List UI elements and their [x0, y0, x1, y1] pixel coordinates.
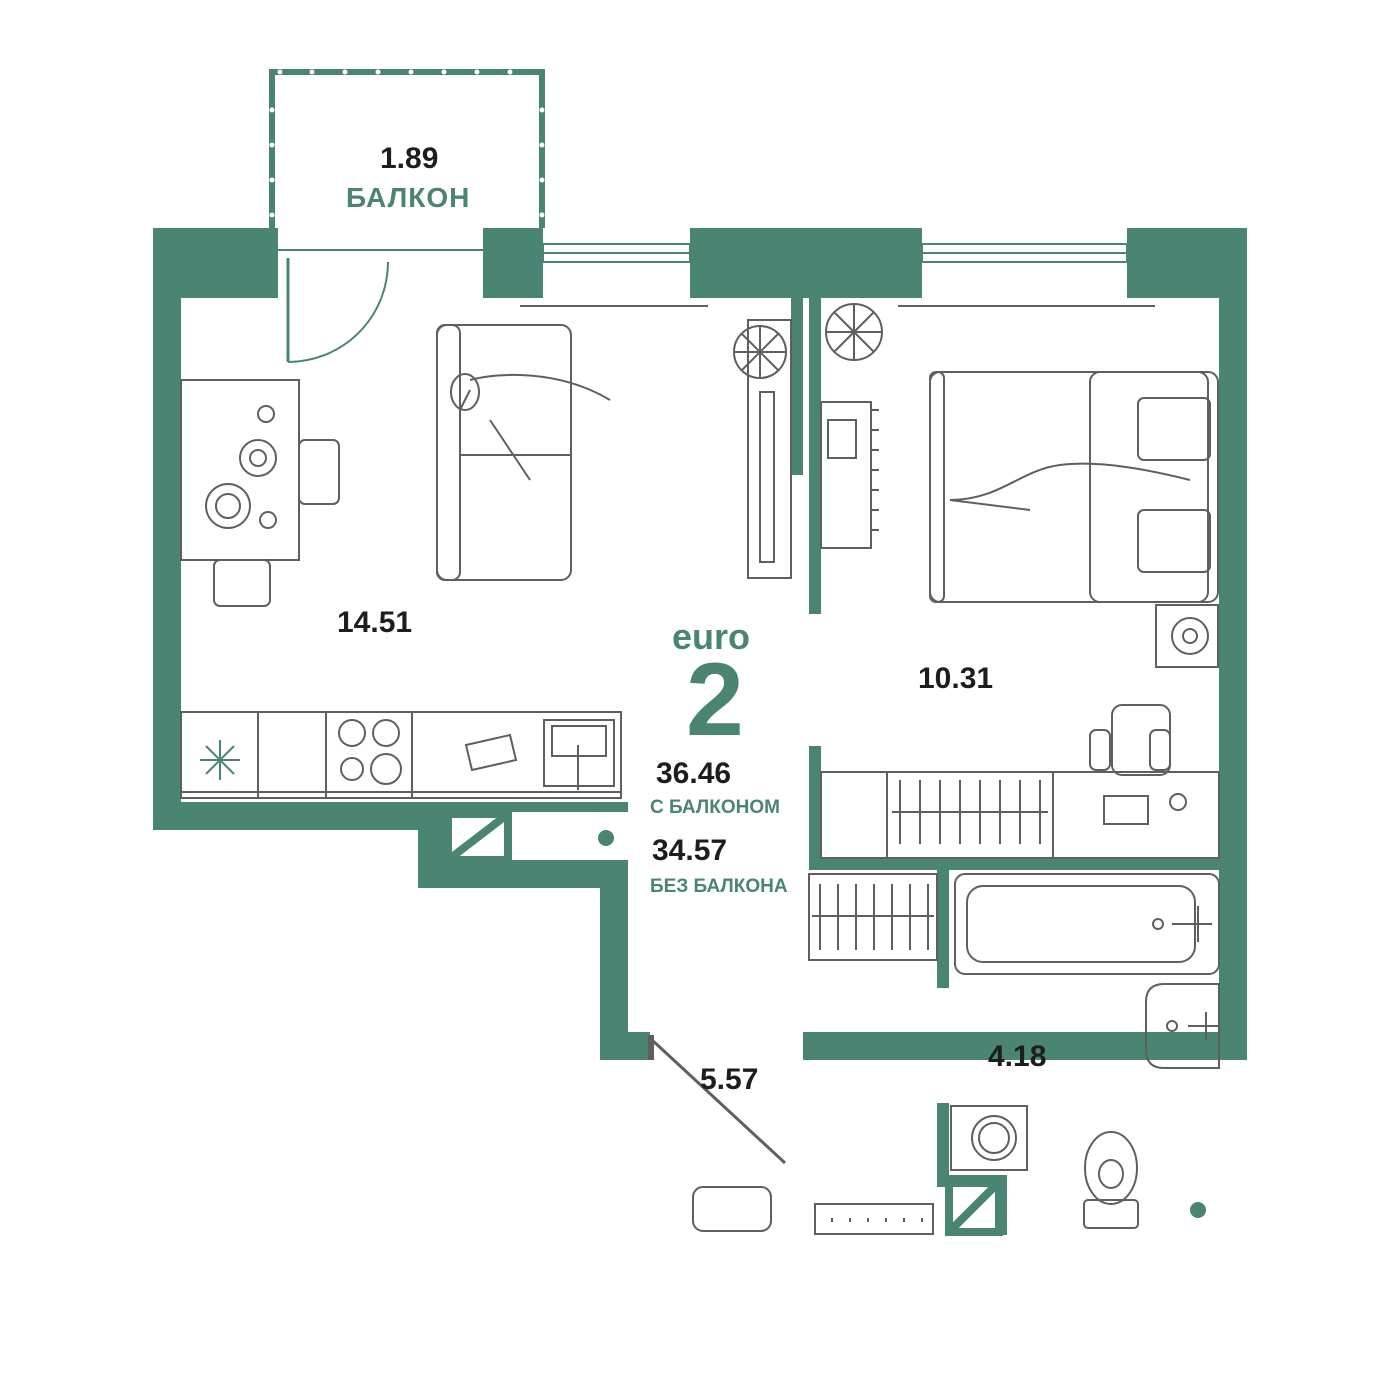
riser-dot-1	[598, 830, 614, 846]
snowflake-icon	[200, 740, 240, 780]
wall-bath-left	[937, 864, 949, 988]
wall-bottom-right	[803, 1032, 1247, 1060]
dining-table-icon	[180, 379, 340, 607]
hallway-area: 5.57	[700, 1063, 759, 1096]
wall-hall-left	[600, 860, 628, 1060]
wall-bottom-left	[153, 802, 445, 830]
bedroom-shelf	[820, 401, 879, 549]
total-with-balcony: 36.46	[656, 757, 732, 790]
bathroom-area: 4.18	[988, 1040, 1047, 1073]
balcony-dots	[269, 69, 545, 218]
wall-kitchen-end	[418, 802, 628, 812]
wall-partition-2	[809, 298, 821, 614]
balcony-area: 1.89	[380, 142, 439, 175]
total-without-balcony: 34.57	[652, 834, 728, 867]
balcony	[269, 69, 545, 363]
with-balcony-label: С БАЛКОНОМ	[650, 797, 780, 818]
wall-bath-inner	[937, 1103, 949, 1183]
riser-dot-2	[1190, 1202, 1206, 1218]
wall-hall-bottom	[600, 1032, 650, 1060]
entrance-door	[648, 1035, 787, 1165]
bedroom-area: 10.31	[918, 662, 994, 695]
shaft-kitchen	[444, 810, 512, 864]
wall-left	[153, 228, 181, 830]
stove-icon	[325, 711, 413, 793]
bed-icon	[929, 371, 1219, 603]
shaft-bath	[945, 1178, 1003, 1236]
wall-right	[1219, 228, 1247, 1060]
living-kitchen-area: 14.51	[337, 606, 413, 639]
shaft-kitchen-diagonal	[445, 810, 511, 864]
hallway-bench	[814, 1203, 934, 1235]
plant-icon	[733, 303, 883, 379]
washbasin	[1145, 983, 1220, 1069]
toilet-icon	[1083, 1131, 1139, 1229]
wall-bath-top	[809, 858, 1219, 870]
wall-shaft-bottom	[418, 860, 628, 888]
pillar-2	[690, 228, 922, 298]
bathtub-icon	[954, 873, 1220, 975]
wall-bedroom-bottom	[809, 746, 821, 862]
bedroom-appliance	[1155, 604, 1219, 668]
bedroom-desk	[820, 704, 1220, 859]
without-balcony-label: БЕЗ БАЛКОНА	[650, 876, 788, 897]
plan-type-number: 2	[686, 642, 744, 758]
sofa-icon	[436, 324, 611, 581]
balcony-railing	[269, 69, 545, 228]
sink-icon	[543, 719, 615, 790]
radiator	[892, 780, 1048, 844]
wall-partition-1	[791, 290, 803, 475]
door-mat	[692, 1186, 772, 1232]
balcony-name: БАЛКОН	[346, 182, 471, 213]
wall-top-left	[153, 228, 278, 298]
shaft-bath-diagonal	[946, 1179, 1002, 1235]
pillar-1	[483, 228, 543, 298]
balcony-door-swing	[287, 261, 389, 363]
cutting-board	[464, 733, 518, 772]
furniture	[180, 303, 1220, 1235]
windows	[542, 243, 1128, 263]
ventilation-shafts	[444, 810, 1003, 1236]
washing-machine-icon	[950, 1105, 1028, 1171]
walls	[153, 228, 1247, 1235]
plan-type-prefix: euro	[672, 616, 751, 657]
towel-radiator	[808, 873, 938, 961]
tv-unit	[747, 319, 792, 579]
